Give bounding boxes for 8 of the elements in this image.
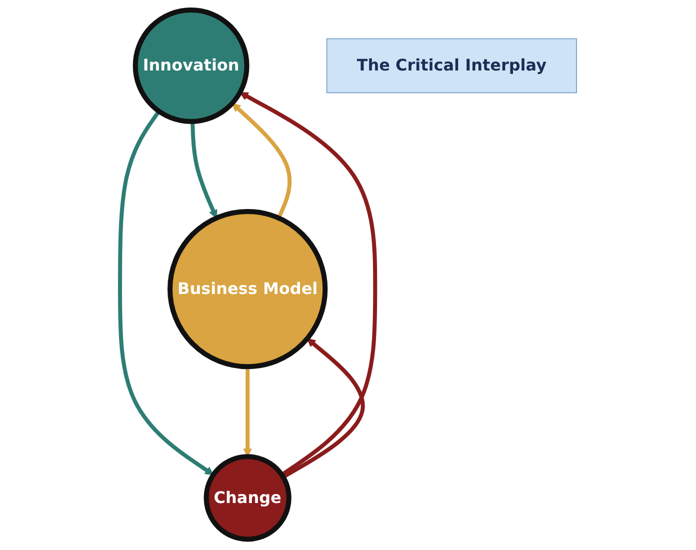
arrow	[239, 92, 377, 477]
arrow	[118, 110, 214, 476]
node-circle: Business Model	[167, 209, 328, 370]
node-circle: Innovation	[132, 8, 250, 124]
arrow	[232, 103, 292, 220]
arrow	[190, 122, 217, 219]
node-circle: Change	[204, 454, 292, 542]
node-box: The Critical Interplay	[326, 38, 577, 94]
